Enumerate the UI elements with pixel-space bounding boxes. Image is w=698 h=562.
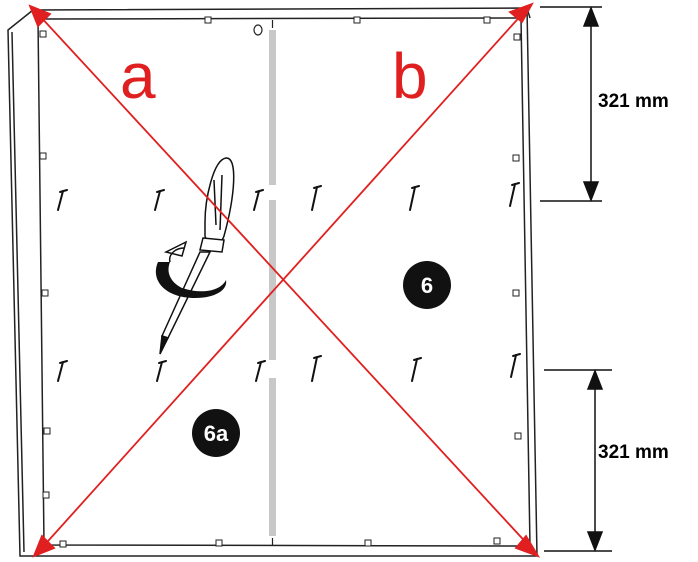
arrowhead-icon [514,534,541,558]
arrowhead-icon [586,368,604,390]
dimension-top [540,5,602,203]
clip-icon [41,289,49,297]
arrowhead-icon [32,534,56,558]
screw-icon [154,189,165,211]
clip-icon [39,152,47,160]
dimension-top-label: 321 mm [598,91,669,112]
step-badge-sub: 6a [192,409,240,457]
step-badge-sub-label: 6a [204,421,229,446]
clip-icon [364,539,372,547]
edge-clips [39,16,522,548]
clip-icon [513,33,521,41]
clip-icon [353,16,361,24]
center-seam [253,20,276,546]
clip-icon [43,427,51,435]
screw-icon [409,185,420,211]
rotation-arrow-icon [155,240,227,298]
screw-icon [255,360,266,382]
clip-icon [59,540,67,548]
diagonal-b-line [39,11,525,551]
diagonal-b-label: b [392,40,428,112]
clip-icon [42,491,50,499]
clip-icon [39,30,47,38]
screw-icon [253,189,264,211]
clip-icon [512,289,520,297]
screw-icon [311,185,322,211]
clip-icon [483,16,491,24]
diagonal-a-line [37,13,533,550]
screw-icon [509,182,520,207]
clip-icon [514,432,522,440]
screw-icon [510,353,521,378]
arrowhead-icon [508,2,534,24]
dimension-bottom [544,368,612,553]
screw-icon [156,360,167,382]
screw-icon [311,355,322,382]
clip-icon [512,154,520,162]
screw-icon [57,189,68,211]
diagonal-a-label: a [120,40,156,112]
screw-icon [57,360,68,382]
diagonal-lines [28,2,541,558]
clip-icon [215,539,223,547]
dimension-bottom-label: 321 mm [598,442,669,463]
screws [57,182,521,382]
clip-icon [493,537,501,545]
arrowhead-icon [28,4,52,28]
clip-icon [204,16,212,24]
arrowhead-icon [582,181,600,203]
arrowhead-icon [582,5,600,27]
step-badge-main: 6 [403,261,451,309]
arrowhead-icon [586,531,604,553]
screw-icon [411,357,422,382]
step-badge-main-label: 6 [421,273,433,298]
